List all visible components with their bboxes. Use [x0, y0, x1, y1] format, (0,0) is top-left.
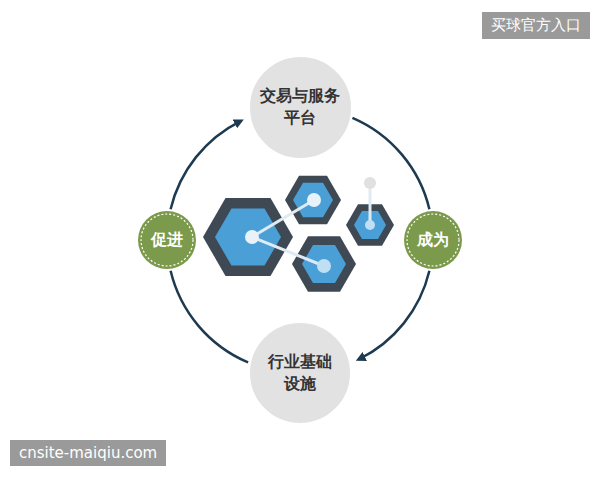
circle-outline — [248, 55, 353, 160]
node-text: 行业基础设施 — [267, 351, 333, 394]
node-text: 促进 — [147, 229, 187, 251]
cycle-arc — [171, 271, 249, 363]
green-circle-node: 成为 — [403, 210, 463, 270]
node-text: 成为 — [413, 229, 453, 251]
grey-circle-node: 交易与服务平台 — [248, 55, 353, 160]
watermark-url: cnsite-maiqiu.com — [10, 440, 166, 466]
node-text: 交易与服务平台 — [259, 85, 341, 128]
grey-circle-node: 行业基础设施 — [248, 321, 352, 425]
green-circle-node: 促进 — [137, 210, 197, 270]
circle-outline — [248, 321, 352, 425]
watermark-tag: 买球官方入口 — [482, 12, 590, 39]
cycle-arc — [171, 121, 242, 209]
cycle-arc — [359, 271, 430, 360]
hexagon-cluster — [203, 176, 394, 292]
cycle-arc — [352, 118, 429, 209]
